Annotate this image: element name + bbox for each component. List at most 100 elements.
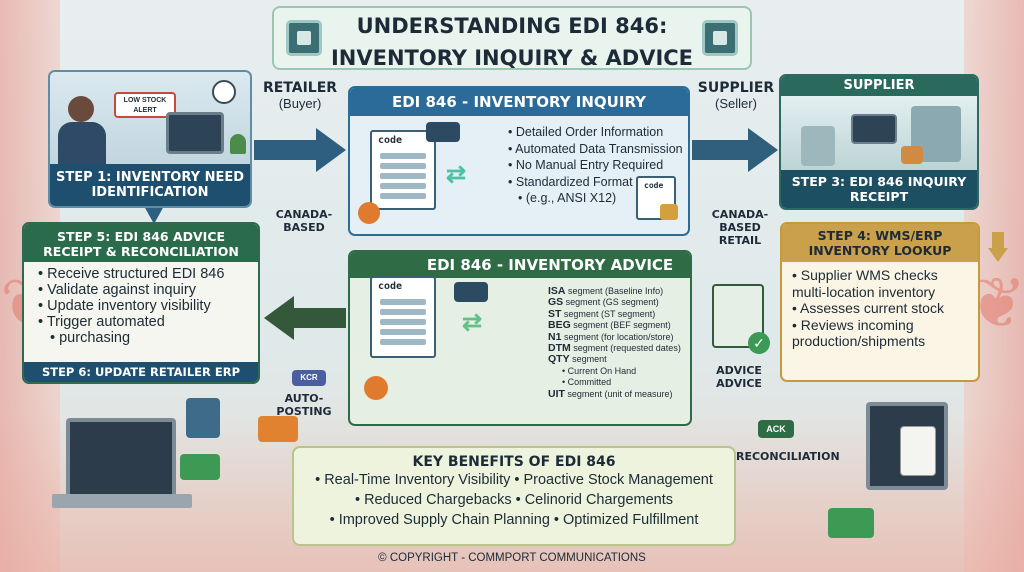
arrow-down-step1 (144, 206, 164, 224)
title-line-1: UNDERSTANDING EDI 846: (356, 14, 668, 38)
check-icon: ✓ (748, 332, 770, 354)
qty-subitem: • Current On Hand (562, 365, 637, 376)
canada-based-label: CANADA- BASED (275, 208, 333, 234)
chip-icon (702, 20, 738, 56)
inquiry-document-icon: code (370, 130, 436, 210)
arrow-down-step4 (988, 232, 1008, 262)
kcr-truck-icon: KCR (292, 370, 326, 386)
reconciliation-label: RECONCILIATION (736, 450, 840, 463)
title-line-2: INVENTORY INQUIRY & ADVICE (330, 46, 694, 70)
step4-label: STEP 4: WMS/ERP INVENTORY LOOKUP (782, 224, 978, 262)
advice-advice-label: ADVICE ADVICE (716, 364, 762, 390)
step5-item: Receive structured EDI 846 (38, 266, 248, 282)
benefits-line: • Reduced Chargebacks • Celinorid Charge… (354, 492, 674, 508)
copyright: © COPYRIGHT - COMMPORT COMMUNICATIONS (378, 552, 646, 564)
inquiry-title: EDI 846 - INVENTORY INQUIRY (350, 88, 688, 116)
green-truck-icon (828, 508, 874, 538)
benefits-line: • Improved Supply Chain Planning • Optim… (329, 512, 699, 528)
person-head-icon (68, 96, 94, 122)
inquiry-doc-label: code (378, 135, 403, 146)
step5-label: STEP 5: EDI 846 ADVICE RECEIPT & RECONCI… (24, 224, 258, 262)
lock-icon (660, 204, 678, 220)
advice-document-icon: code (370, 276, 436, 358)
step1-label: STEP 1: INVENTORY NEED IDENTIFICATION (50, 164, 250, 206)
step4-label-line-1: STEP 4: WMS/ERP (817, 228, 943, 243)
step3-label-line-2: RECEIPT (849, 189, 909, 204)
cart-icon (358, 202, 380, 224)
step3-label-line-1: STEP 3: EDI 846 INQUIRY (791, 174, 967, 189)
ack-truck-icon: ACK (758, 420, 794, 438)
step4-label-line-2: INVENTORY LOOKUP (808, 243, 952, 258)
arrow-right-retailer (254, 128, 346, 172)
qty-subitem: • Committed (562, 377, 612, 388)
step5-item: Validate against inquiry (38, 282, 248, 298)
segment-item: ST segment (ST segment) (548, 307, 656, 320)
step5-panel: STEP 5: EDI 846 ADVICE RECEIPT & RECONCI… (22, 222, 260, 384)
benefits-line: • Real-Time Inventory Visibility • Proac… (315, 472, 713, 488)
truck-icon (258, 416, 298, 442)
shelf-icon (801, 126, 835, 166)
inquiry-feature: Detailed Order Information (508, 124, 683, 141)
advice-segments: ISA segment (Baseline Info) GS segment (… (548, 285, 681, 400)
cart-icon (364, 376, 388, 400)
step4-item: Reviews incoming production/shipments (792, 317, 972, 350)
document-icon (900, 426, 936, 476)
chip-icon (286, 20, 322, 56)
supplier-panel-title: SUPPLIER (781, 76, 977, 96)
step4-panel: STEP 4: WMS/ERP INVENTORY LOOKUP Supplie… (780, 222, 980, 382)
step1-label-line-2: IDENTIFICATION (91, 185, 209, 200)
supplier-label: SUPPLIER (Seller) (694, 80, 778, 112)
step4-item: Supplier WMS checks multi-location inven… (792, 267, 972, 300)
title-box: UNDERSTANDING EDI 846: INVENTORY INQUIRY… (272, 6, 752, 70)
inquiry-features: Detailed Order Information Automated Dat… (508, 124, 683, 207)
step5-label-line-1: STEP 5: EDI 846 ADVICE (56, 229, 226, 244)
segment-item: GS segment (GS segment) (548, 296, 659, 309)
step5-item: Update inventory visibility (38, 298, 248, 314)
exchange-arrows-icon: ⇄ (462, 309, 483, 336)
green-truck-icon (180, 454, 220, 480)
auto-posting-label: AUTO-POSTING (276, 392, 332, 418)
warehouse-scene (781, 96, 977, 170)
inquiry-panel: EDI 846 - INVENTORY INQUIRY code ⇄ Detai… (348, 86, 690, 236)
clock-icon (212, 80, 236, 104)
laptop-base-icon (52, 494, 192, 508)
step5-item: Trigger automated (38, 314, 248, 330)
segment-item: N1 segment (for location/store) (548, 330, 674, 343)
advice-title: EDI 846 - INVENTORY ADVICE (350, 252, 690, 278)
laptop-icon (66, 418, 176, 498)
supplier-role: (Seller) (715, 96, 757, 111)
segment-item: BEG segment (BEF segment) (548, 319, 671, 332)
step1-panel: LOW STOCK ALERT STEP 1: INVENTORY NEED I… (48, 70, 252, 208)
terminal-icon (454, 282, 488, 302)
terminal-icon (426, 122, 460, 142)
office-scene: LOW STOCK ALERT (50, 72, 250, 168)
retailer-name: RETAILER (262, 80, 338, 96)
canada-based-retail-label: CANADA- BASED RETAIL (711, 208, 769, 247)
step1-label-line-1: STEP 1: INVENTORY NEED (55, 170, 245, 185)
step5-label-line-2: RECEIPT & RECONCILIATION (43, 244, 239, 259)
monitor-icon (166, 112, 224, 154)
step5-item: purchasing (38, 330, 248, 346)
retailer-role: (Buyer) (278, 96, 322, 111)
step3-label: STEP 3: EDI 846 INQUIRY RECEIPT (781, 170, 977, 208)
advice-panel: EDI 846 - INVENTORY ADVICE code ⇄ ISA se… (348, 250, 692, 426)
arrow-right-supplier (692, 128, 778, 172)
advice-doc-label: code (378, 281, 403, 292)
inquiry-feature: No Manual Entry Required (508, 157, 683, 174)
boxes-icon (901, 146, 923, 164)
supplier-name: SUPPLIER (697, 80, 775, 96)
segment-item: ISA segment (Baseline Info) (548, 285, 664, 297)
step5-list: Receive structured EDI 846 Validate agai… (24, 262, 258, 346)
plant-icon (230, 134, 246, 154)
checklist-icon: ✓ (712, 284, 770, 354)
benefits-box: KEY BENEFITS OF EDI 846 • Real-Time Inve… (292, 446, 736, 546)
person-body-icon (58, 122, 106, 168)
inquiry-feature: (e.g., ANSI X12) (508, 190, 683, 207)
step4-list: Supplier WMS checks multi-location inven… (782, 262, 978, 350)
low-stock-alert: LOW STOCK ALERT (114, 92, 176, 118)
arrow-left-advice (264, 296, 346, 340)
step6-label: STEP 6: UPDATE RETAILER ERP (24, 362, 258, 382)
inquiry-feature: Automated Data Transmission (508, 141, 682, 158)
retailer-label: RETAILER (Buyer) (258, 80, 342, 112)
benefits-title: KEY BENEFITS OF EDI 846 (412, 454, 616, 470)
